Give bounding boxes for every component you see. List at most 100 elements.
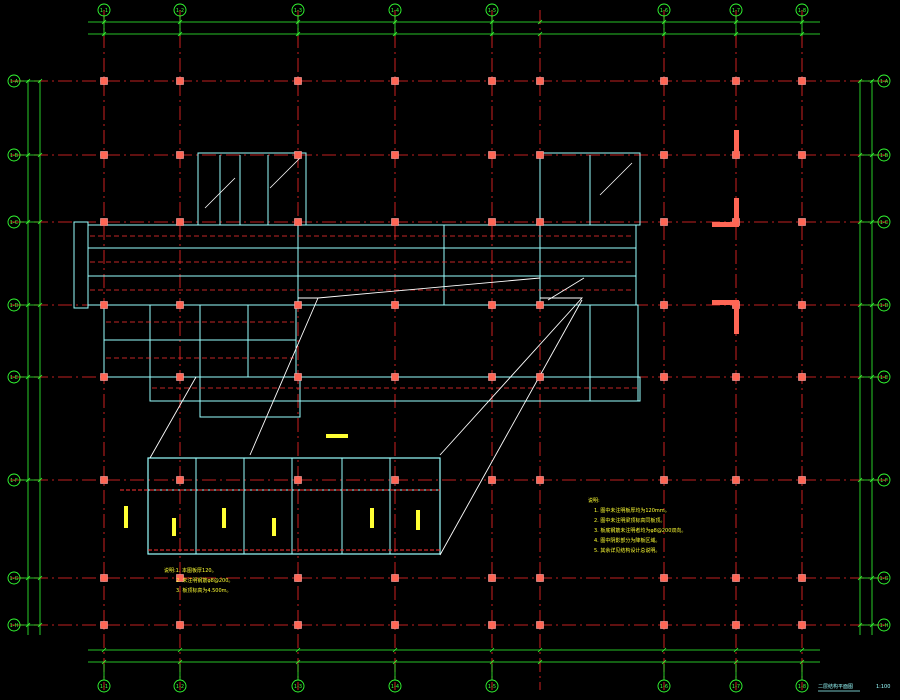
detail-note-item: 2. 未注明钢筋φ8@200。	[176, 577, 233, 584]
column	[294, 218, 302, 226]
grid-bubble	[97, 3, 111, 17]
grid-bubble	[657, 3, 671, 17]
column	[660, 476, 668, 484]
dim-tick	[661, 647, 667, 653]
column	[391, 476, 399, 484]
grid-label: 1-7	[732, 684, 740, 690]
grid-label: 1-8	[798, 684, 806, 690]
note-item: 1. 图中未注明板厚均为120mm。	[594, 507, 670, 514]
column	[536, 373, 544, 381]
wall-piers	[712, 130, 739, 334]
grid-bubble	[877, 215, 891, 229]
grid-label: 1-7	[732, 8, 740, 14]
column	[100, 301, 108, 309]
column	[391, 301, 399, 309]
column	[732, 476, 740, 484]
column	[536, 574, 544, 582]
grid-label: 1-2	[176, 684, 184, 690]
grid-label: 1-3	[294, 684, 302, 690]
grid-bubble	[7, 298, 21, 312]
dim-tick	[799, 659, 805, 665]
column	[294, 373, 302, 381]
grid-bubble	[7, 215, 21, 229]
dim-tick	[392, 647, 398, 653]
note-item: 4. 图中阴影部分为降板区域。	[594, 537, 660, 544]
column	[294, 476, 302, 484]
detail-note-item: 3. 板顶标高为4.500m。	[176, 587, 232, 594]
grid-bubble	[7, 370, 21, 384]
dim-tick	[537, 659, 543, 665]
note-item: 3. 板底钢筋未注明者均为φ8@200双向。	[594, 527, 686, 534]
dim-tick	[537, 19, 543, 25]
column	[488, 574, 496, 582]
column	[660, 574, 668, 582]
columns	[100, 77, 806, 629]
column	[488, 301, 496, 309]
column	[488, 621, 496, 629]
column	[391, 574, 399, 582]
grid-bubble	[877, 370, 891, 384]
grid-label: 1-D	[10, 303, 19, 309]
grid-bubble	[657, 679, 671, 693]
column	[176, 373, 184, 381]
grid-labels-right: 1-A1-B1-C1-D1-E1-F1-G1-H	[860, 74, 891, 632]
grid-bubble	[388, 3, 402, 17]
grid-label: 1-5	[488, 684, 496, 690]
grid-label: 1-4	[391, 684, 399, 690]
column	[391, 218, 399, 226]
dim-tick	[799, 647, 805, 653]
general-notes: 说明: 1. 图中未注明板厚均为120mm。 2. 图中未注明梁顶标高同板顶。 …	[588, 497, 686, 554]
column	[294, 77, 302, 85]
column	[660, 621, 668, 629]
grid-bubble	[729, 679, 743, 693]
grid-label: 1-C	[880, 220, 889, 226]
dim-tick	[392, 659, 398, 665]
column	[176, 151, 184, 159]
grid-bubble	[795, 679, 809, 693]
grid-label: 1-A	[10, 79, 19, 85]
column	[798, 476, 806, 484]
grid-bubble	[877, 148, 891, 162]
column	[488, 151, 496, 159]
column	[294, 621, 302, 629]
column	[391, 77, 399, 85]
column	[391, 151, 399, 159]
column	[536, 218, 544, 226]
column	[100, 574, 108, 582]
column	[798, 373, 806, 381]
column	[100, 151, 108, 159]
column	[176, 621, 184, 629]
dim-tick	[101, 659, 107, 665]
beam-layout	[73, 152, 641, 418]
grid-label: 1-D	[880, 303, 889, 309]
note-item: 2. 图中未注明梁顶标高同板顶。	[594, 517, 665, 524]
dimension-lines	[27, 21, 873, 663]
grid-label: 1-1	[100, 8, 108, 14]
reinforcement-lines	[90, 235, 638, 389]
grid-label: 1-E	[10, 375, 18, 381]
grid-label: 1-3	[294, 8, 302, 14]
grid-label: 1-B	[880, 153, 889, 159]
grid-bubble	[485, 679, 499, 693]
column	[488, 373, 496, 381]
note-item: 5. 其余详见结构设计总说明。	[594, 547, 660, 554]
detail-note-item: 说明:1. 本图板厚120。	[164, 567, 217, 574]
dim-tick	[733, 647, 739, 653]
column	[176, 574, 184, 582]
column	[294, 151, 302, 159]
column	[488, 218, 496, 226]
column	[100, 476, 108, 484]
dim-tick	[101, 647, 107, 653]
grid-label: 1-A	[880, 79, 889, 85]
grid-bubble	[7, 74, 21, 88]
column	[536, 476, 544, 484]
dim-tick	[295, 647, 301, 653]
grid-bubble	[795, 3, 809, 17]
grid-bubble	[173, 679, 187, 693]
column	[798, 151, 806, 159]
grid-bubble	[173, 3, 187, 17]
grid-label: 1-C	[10, 220, 19, 226]
grid-bubble	[7, 473, 21, 487]
